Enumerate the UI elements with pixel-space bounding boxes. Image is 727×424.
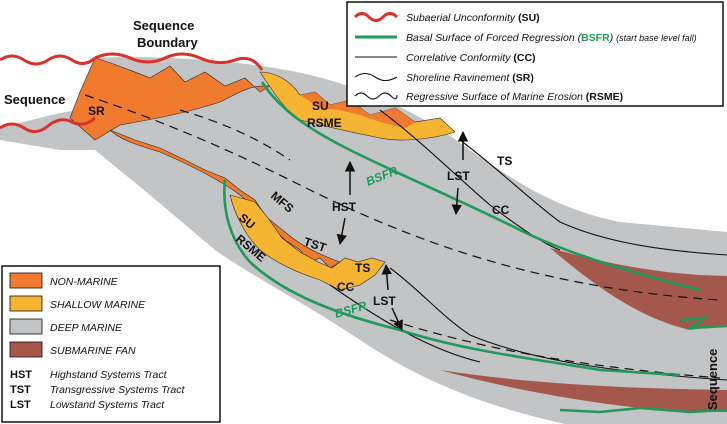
- sr-legend-text: Shoreline Ravinement (SR): [406, 72, 534, 84]
- shallow-marine-legend-text: SHALLOW MARINE: [50, 299, 146, 311]
- non-marine-legend-text: NON-MARINE: [50, 276, 119, 288]
- cc-legend-text: Correlative Conformity (CC): [406, 52, 536, 64]
- ts-upper-label: TS: [497, 154, 512, 168]
- non-marine-swatch: [10, 273, 42, 288]
- su-legend-text: Subaerial Unconformity (SU): [406, 12, 540, 24]
- deep-marine-swatch: [10, 319, 42, 334]
- cc-lower-label: CC: [337, 280, 355, 294]
- su-upper-label: SU: [312, 99, 329, 113]
- hst-legend-abbr: HST: [10, 369, 32, 381]
- ts-lower-label: TS: [355, 261, 370, 275]
- sequence-boundary-label-line1: Sequence: [133, 18, 194, 33]
- lst-upper-label: LST: [447, 169, 470, 183]
- lst-lower-label: LST: [373, 294, 396, 308]
- cc-upper-label: CC: [492, 203, 510, 217]
- hst-label: HST: [332, 200, 357, 214]
- hst-legend-name: Highstand Systems Tract: [50, 369, 168, 381]
- lst-legend-name: Lowstand Systems Tract: [50, 399, 165, 411]
- sequence-label-left: Sequence: [4, 92, 65, 107]
- facies-legend: NON-MARINE SHALLOW MARINE DEEP MARINE SU…: [2, 266, 220, 422]
- rsme-legend-text: Regressive Surface of Marine Erosion (RS…: [406, 91, 623, 103]
- sequence-label-right: Sequence: [705, 349, 720, 410]
- surfaces-legend: Subaerial Unconformity (SU) Basal Surfac…: [347, 2, 723, 106]
- sequence-boundary-label-line2: Boundary: [137, 35, 198, 50]
- submarine-fan-legend-text: SUBMARINE FAN: [50, 345, 136, 357]
- deep-marine-legend-text: DEEP MARINE: [50, 322, 123, 334]
- sequence-boundary-upper-wavy: [0, 56, 95, 64]
- tst-legend-name: Transgressive Systems Tract: [50, 384, 185, 396]
- lst-legend-abbr: LST: [10, 399, 31, 411]
- shallow-marine-swatch: [10, 296, 42, 311]
- sr-label: SR: [88, 104, 105, 118]
- rsme-upper-label: RSME: [307, 116, 342, 130]
- submarine-fan-swatch: [10, 342, 42, 357]
- bsfr-legend-text: Basal Surface of Forced Regression (BSFR…: [406, 32, 697, 44]
- tst-legend-abbr: TST: [10, 384, 31, 396]
